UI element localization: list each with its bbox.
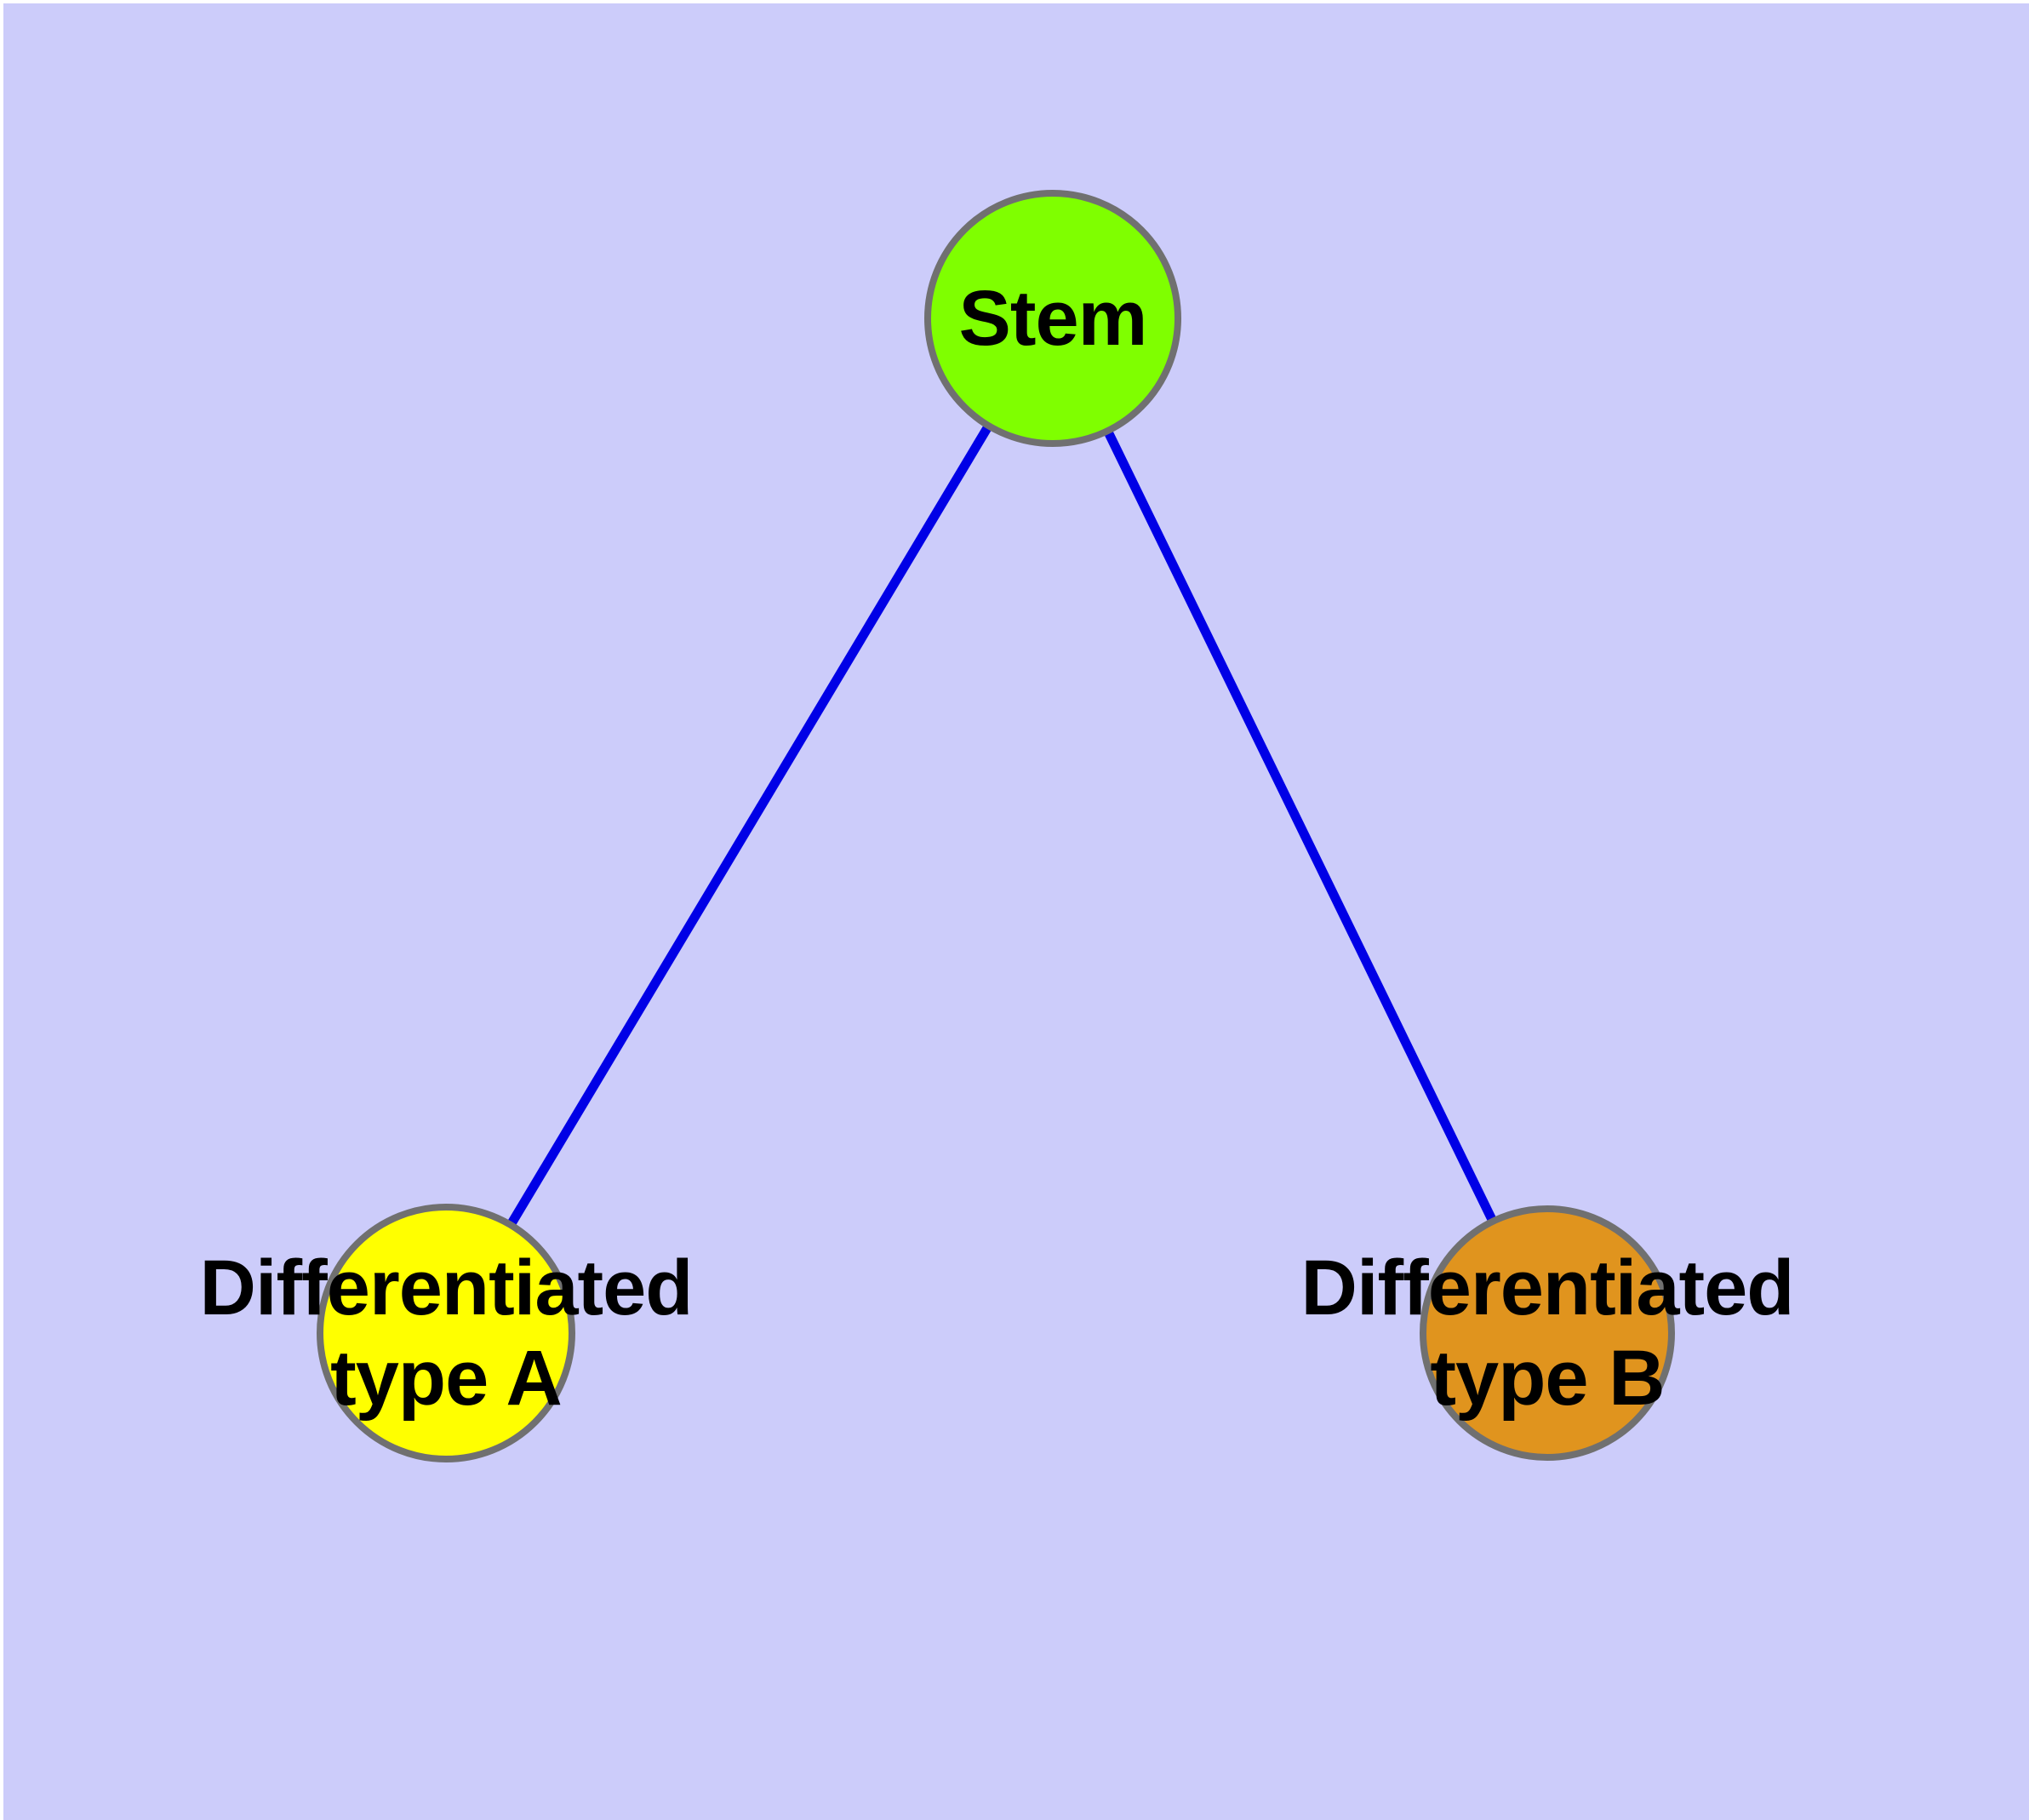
edge-stem-to-differentiated-type-b[interactable] xyxy=(1103,428,1497,1224)
edge-stem-to-differentiated-type-a[interactable] xyxy=(506,423,993,1228)
node-circle-differentiated-type-b[interactable] xyxy=(1420,1205,1675,1461)
node-circle-differentiated-type-a[interactable] xyxy=(317,1204,575,1462)
edge-layer xyxy=(506,423,1497,1228)
node-layer xyxy=(317,190,1675,1462)
node-circle-stem[interactable] xyxy=(924,190,1181,447)
